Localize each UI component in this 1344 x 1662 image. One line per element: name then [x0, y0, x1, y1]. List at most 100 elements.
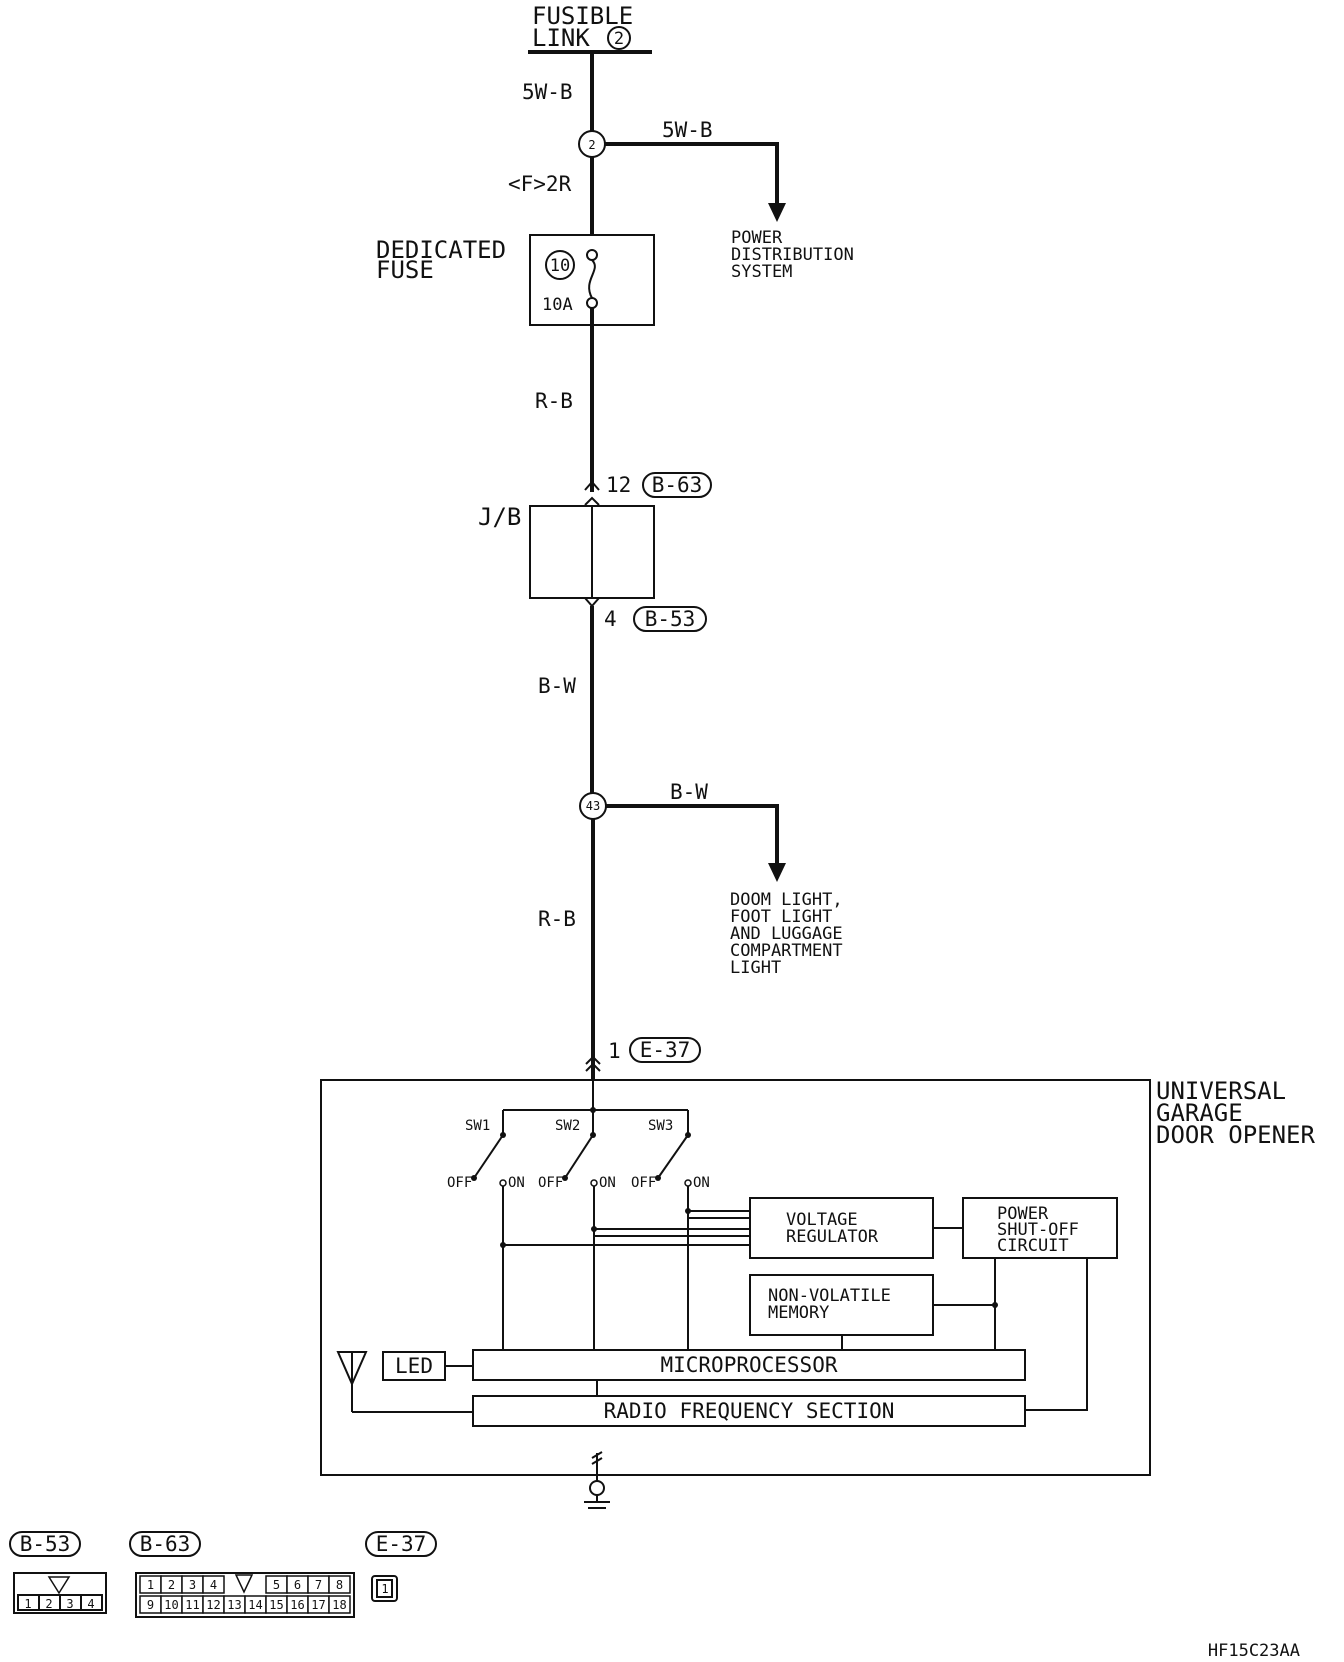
- wire-label-top: 5W-B: [522, 80, 573, 104]
- connector-b63-pin: 6: [294, 1578, 301, 1592]
- jb-label: J/B: [478, 503, 521, 531]
- power-shutoff-box: [962, 1197, 1118, 1259]
- ground-icon: [584, 1451, 610, 1509]
- fuse-number-circle: [545, 250, 575, 280]
- switch-sw2: SW2 OFF ON: [538, 1110, 616, 1191]
- opener-connector-mark-1: [585, 1055, 601, 1065]
- sw1-on-contact: [499, 1179, 507, 1187]
- connector-b63-pin-cell: [328, 1595, 351, 1614]
- connector-b63-pin-cell: [328, 1575, 351, 1594]
- destination-lights: DOOM LIGHT, FOOT LIGHT AND LUGGAGE COMPA…: [730, 890, 843, 978]
- destination-lights-line4: COMPARTMENT: [730, 941, 843, 961]
- connector-b53-badge: [9, 1531, 81, 1557]
- fusible-link-number: 2: [614, 29, 624, 49]
- opener-title-line3: DOOR OPENER: [1156, 1121, 1315, 1149]
- opener-connector-label: E-37: [640, 1038, 691, 1062]
- destination-lights-line1: DOOM LIGHT,: [730, 890, 843, 910]
- arrow-lights: [768, 863, 786, 882]
- junction-upper-number: 2: [588, 138, 595, 152]
- connector-b63-pin: 2: [168, 1578, 175, 1592]
- power-shutoff-line3: CIRCUIT: [997, 1236, 1069, 1256]
- garage-door-opener-module: UNIVERSAL GARAGE DOOR OPENER SW1 OFF ON …: [320, 1077, 1315, 1476]
- sw2-on: ON: [599, 1175, 616, 1191]
- microprocessor-label: MICROPROCESSOR: [660, 1353, 837, 1377]
- destination-power-distribution-line1: POWER: [731, 228, 783, 248]
- sw3-blade: [657, 1134, 689, 1179]
- opener-title-line1: UNIVERSAL: [1156, 1077, 1286, 1105]
- wire-label-jb-out: B-W: [538, 674, 576, 698]
- shutoff-to-rf: [1025, 1258, 1088, 1411]
- destination-lights-line2: FOOT LIGHT: [730, 907, 832, 927]
- junction-lower-number: 43: [586, 799, 600, 813]
- power-shutoff-line2: SHUT-OFF: [997, 1220, 1079, 1240]
- opener-connector-mark-2: [585, 1062, 601, 1072]
- switch-sw1: SW1 OFF ON: [447, 1110, 525, 1191]
- wire-branch-lights: [606, 804, 779, 865]
- jb-top-connector: B-63: [652, 473, 703, 497]
- connector-b63-pin: 5: [273, 1578, 280, 1592]
- power-shutoff-line1: POWER: [997, 1204, 1049, 1224]
- connector-e37-pin-box: [376, 1579, 393, 1598]
- fuse-rating: 10A: [542, 295, 573, 315]
- fuse-label-line2: FUSE: [376, 256, 434, 284]
- connector-b63-label: B-63: [140, 1532, 191, 1556]
- connector-e37-label: E-37: [376, 1532, 427, 1556]
- node-sw3-regulator: [685, 1208, 691, 1214]
- fusible-link: FUSIBLE LINK 2: [528, 2, 652, 54]
- wire-label-branch-mid: B-W: [670, 780, 708, 804]
- memory-box: [749, 1274, 934, 1336]
- connector-b63-pin: 3: [189, 1578, 196, 1592]
- connector-b63-pin: 17: [311, 1598, 325, 1612]
- connector-b63-pin: 8: [336, 1578, 343, 1592]
- wire-label-opener-feed: R-B: [538, 907, 576, 931]
- jb-top-pin: 12: [606, 473, 631, 497]
- connector-b53-housing: [13, 1572, 107, 1614]
- arrow-power-distribution: [768, 203, 786, 222]
- connector-b63-pin: 7: [315, 1578, 322, 1592]
- fusible-link-line2: LINK: [532, 24, 590, 52]
- connector-b63-pin: 12: [206, 1598, 220, 1612]
- connector-e37-badge: [365, 1531, 437, 1557]
- voltage-regulator-line2: REGULATOR: [786, 1227, 879, 1247]
- connector-b53-pin: 2: [45, 1597, 52, 1611]
- node-sw1-regulator: [500, 1242, 506, 1248]
- jb-top-connector-mark: [584, 480, 600, 491]
- jb-bottom-connector: B-53: [645, 607, 696, 631]
- connector-e37-pin: 1: [381, 1582, 388, 1596]
- sw3-on: ON: [693, 1175, 710, 1191]
- connector-b53-pin: 3: [66, 1597, 73, 1611]
- sw2-off-contact: [562, 1175, 568, 1181]
- destination-power-distribution-line2: DISTRIBUTION: [731, 245, 854, 265]
- sw2-off: OFF: [538, 1175, 563, 1191]
- connector-b63-pin: 10: [164, 1598, 178, 1612]
- opener-pin: 1: [608, 1039, 621, 1063]
- connector-b53-pin: 4: [87, 1597, 94, 1611]
- fusible-link-line1: FUSIBLE: [532, 2, 633, 30]
- sw2-name: SW2: [555, 1118, 580, 1134]
- sw2-blade: [564, 1134, 594, 1179]
- sw1-name: SW1: [465, 1118, 490, 1134]
- sw2-on-contact: [590, 1179, 598, 1187]
- wire-label-branch-top: 5W-B: [662, 118, 713, 142]
- memory-line1: NON-VOLATILE: [768, 1286, 891, 1306]
- wire-label-fuse-out: R-B: [535, 389, 573, 413]
- fusible-link-number-circle: [607, 26, 631, 50]
- voltage-regulator-line1: VOLTAGE: [786, 1210, 858, 1230]
- opener-connector-badge: [629, 1037, 701, 1063]
- connector-b63-pin: 15: [269, 1598, 283, 1612]
- connector-b63-pin: 13: [227, 1598, 241, 1612]
- node-sw2-regulator: [591, 1226, 597, 1232]
- destination-power-distribution: POWER DISTRIBUTION SYSTEM: [731, 228, 854, 282]
- sw3-off-contact: [655, 1175, 661, 1181]
- connector-b53-lock: [47, 1576, 71, 1595]
- sw3-on-contact: [684, 1179, 692, 1187]
- connector-e37-housing: [371, 1575, 398, 1602]
- fuse-label-line1: DEDICATED: [376, 236, 506, 264]
- destination-lights-line5: LIGHT: [730, 958, 781, 978]
- connector-b63-pin: 11: [185, 1598, 199, 1612]
- connector-b53: B-53 1 2 3 4: [9, 1531, 107, 1614]
- opener-connector: 1 E-37: [585, 1037, 701, 1072]
